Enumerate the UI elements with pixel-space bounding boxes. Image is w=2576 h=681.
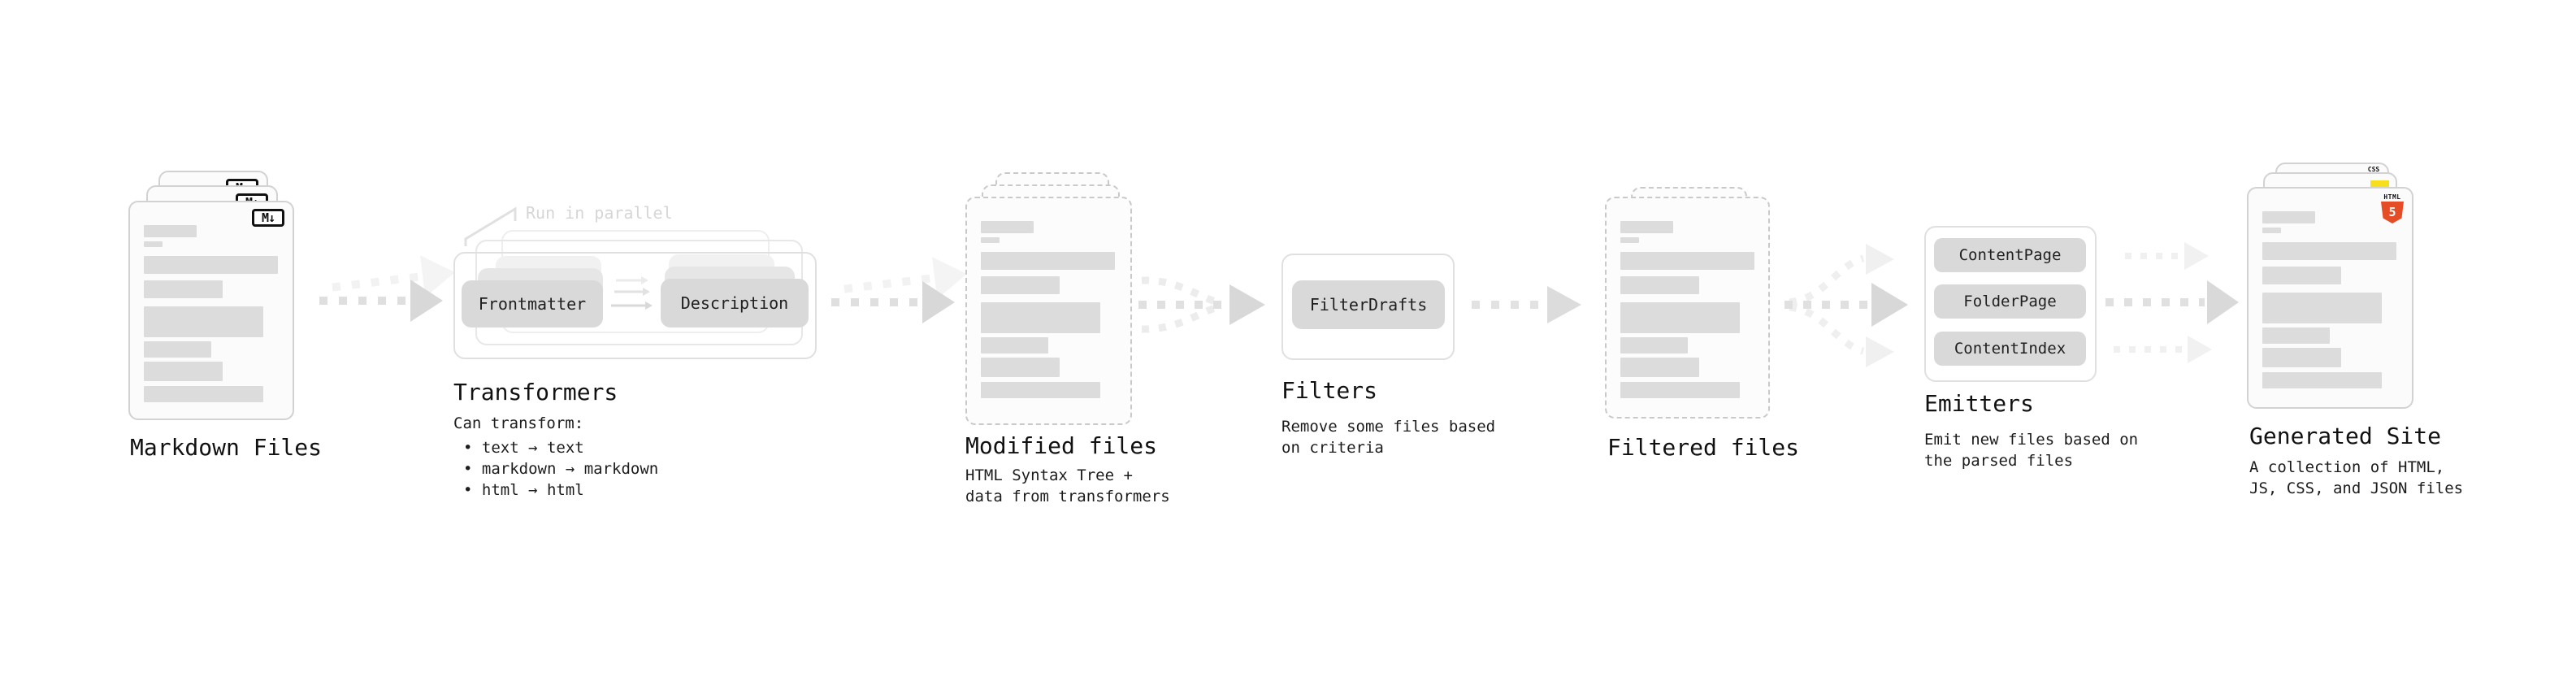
text-line-placeholder bbox=[144, 241, 163, 247]
filtered-page-front bbox=[1605, 197, 1770, 419]
transformers-bullet: • text → text bbox=[463, 439, 584, 457]
filtered-files-label: Filtered files bbox=[1607, 434, 1800, 461]
text-line-placeholder bbox=[144, 280, 223, 298]
transformers-bullet: • markdown → markdown bbox=[463, 460, 659, 478]
text-line-placeholder bbox=[2262, 228, 2281, 233]
modified-page-front bbox=[965, 197, 1132, 425]
html-page: HTML 5 bbox=[2247, 187, 2413, 409]
transformers-bullet: • html → html bbox=[463, 481, 584, 499]
text-line-placeholder bbox=[144, 256, 278, 274]
filterdrafts-pill: FilterDrafts bbox=[1292, 280, 1445, 329]
text-line-placeholder bbox=[2262, 267, 2341, 284]
modified-files-stack bbox=[965, 172, 1160, 428]
text-line-placeholder bbox=[2262, 372, 2382, 388]
text-line-placeholder bbox=[981, 337, 1048, 354]
modified-files-sublabel: HTML Syntax Tree + data from transformer… bbox=[965, 466, 1170, 505]
text-line-placeholder bbox=[981, 276, 1060, 294]
frontmatter-pill: Frontmatter bbox=[462, 280, 603, 327]
text-line-placeholder bbox=[1620, 302, 1740, 333]
text-line-placeholder bbox=[1620, 337, 1688, 354]
text-line-placeholder bbox=[2262, 211, 2315, 223]
text-line-placeholder bbox=[1620, 237, 1639, 243]
text-line-placeholder bbox=[981, 382, 1100, 398]
markdown-icon: M↓ bbox=[252, 209, 284, 227]
emitters-box bbox=[1924, 226, 2097, 382]
text-line-placeholder bbox=[144, 362, 223, 381]
diverging-arrow-icon bbox=[1785, 244, 1908, 367]
flow-arrow-icon bbox=[319, 255, 455, 322]
text-line-placeholder bbox=[2262, 293, 2382, 323]
generated-site-label: Generated Site bbox=[2249, 423, 2442, 449]
text-line-placeholder bbox=[981, 252, 1115, 270]
text-line-placeholder bbox=[144, 306, 263, 337]
run-in-parallel-annotation: Run in parallel bbox=[526, 203, 673, 223]
text-line-placeholder bbox=[1620, 276, 1699, 294]
text-line-placeholder bbox=[2262, 348, 2341, 367]
text-line-placeholder bbox=[981, 221, 1034, 233]
text-line-placeholder bbox=[981, 358, 1060, 377]
text-line-placeholder bbox=[981, 237, 1000, 243]
triple-arrow-icon bbox=[2105, 242, 2239, 363]
filters-box bbox=[1281, 254, 1455, 360]
transformers-title: Transformers bbox=[453, 379, 618, 406]
flow-arrow-icon bbox=[1472, 286, 1581, 323]
contentindex-pill: ContentIndex bbox=[1934, 332, 2086, 366]
annotation-leader-line bbox=[464, 206, 517, 246]
text-line-placeholder bbox=[981, 302, 1100, 333]
transformers-body-title: Can transform: bbox=[453, 414, 584, 432]
text-line-placeholder bbox=[144, 225, 197, 237]
converging-arrow-icon bbox=[1138, 276, 1265, 333]
html5-icon: HTML 5 bbox=[2379, 193, 2405, 223]
markdown-files-label: Markdown Files bbox=[130, 434, 323, 461]
text-line-placeholder bbox=[1620, 358, 1699, 377]
js-icon bbox=[2370, 180, 2389, 189]
text-line-placeholder bbox=[1620, 221, 1673, 233]
generated-site-stack: CSS HTML 5 bbox=[2247, 163, 2442, 414]
text-line-placeholder bbox=[2262, 242, 2396, 260]
contentpage-pill: ContentPage bbox=[1934, 238, 2086, 272]
folderpage-pill: FolderPage bbox=[1934, 284, 2086, 319]
text-line-placeholder bbox=[144, 341, 211, 358]
transformers-box-front bbox=[453, 252, 817, 359]
filters-title: Filters bbox=[1281, 377, 1378, 404]
filters-sublabel: Remove some files based on criteria bbox=[1281, 418, 1496, 457]
generated-site-sublabel: A collection of HTML, JS, CSS, and JSON … bbox=[2249, 458, 2464, 497]
markdown-files-stack: M↓ M↓ M↓ bbox=[128, 171, 323, 423]
markdown-page-front: M↓ bbox=[128, 201, 294, 420]
text-line-placeholder bbox=[1620, 252, 1754, 270]
parallel-arrows-icon bbox=[611, 276, 653, 310]
emitters-title: Emitters bbox=[1924, 390, 2034, 417]
text-line-placeholder bbox=[2262, 327, 2330, 344]
description-pill: Description bbox=[661, 279, 809, 327]
filtered-files-stack bbox=[1605, 187, 1800, 423]
text-line-placeholder bbox=[1620, 382, 1740, 398]
modified-files-label: Modified files bbox=[965, 432, 1158, 459]
text-line-placeholder bbox=[144, 386, 263, 402]
flow-arrow-icon bbox=[831, 257, 967, 323]
emitters-sublabel: Emit new files based on the parsed files bbox=[1924, 431, 2139, 470]
